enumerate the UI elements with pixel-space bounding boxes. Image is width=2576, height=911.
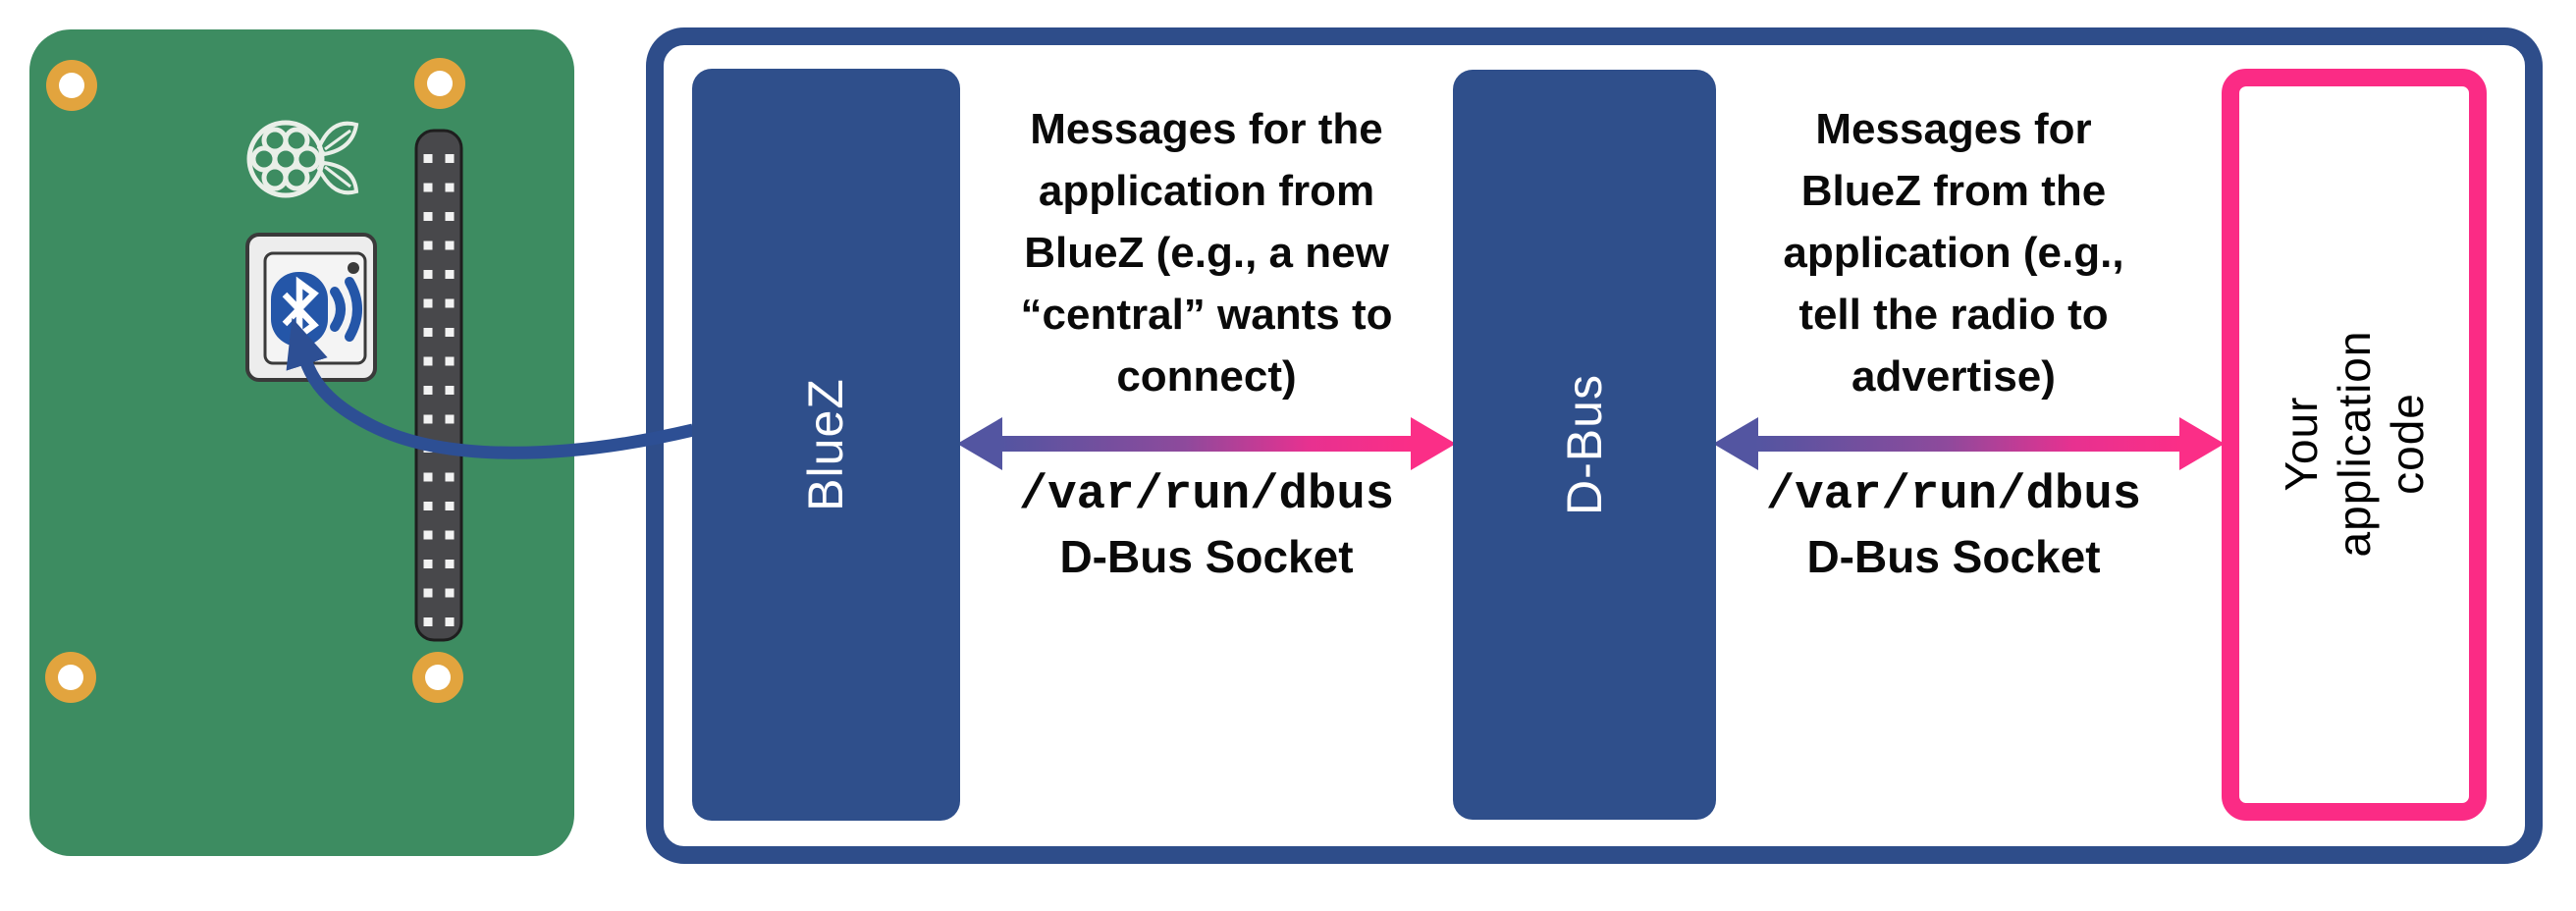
arrowhead-left [1713, 417, 1758, 470]
pcb-board [29, 29, 574, 856]
arrowhead-left [957, 417, 1002, 470]
module-pin-dot [348, 262, 359, 274]
socket-label-dbus-app: D-Bus Socket [1806, 531, 2101, 582]
raspberry-pi-logo-icon [246, 120, 359, 198]
socket-label-bluez-dbus: D-Bus Socket [1059, 531, 1354, 582]
raspberry-pi-board [29, 29, 574, 856]
arrow-shaft [999, 436, 1412, 452]
dbus-node-box [1453, 70, 1716, 820]
gpio-header [414, 129, 463, 642]
arrowhead-right [1411, 417, 1456, 470]
arrow-shaft [1755, 436, 2179, 452]
application-node-label: Your application code [2276, 330, 2433, 558]
dbus-node-label: D-Bus [1557, 374, 1612, 515]
mounting-hole [414, 58, 465, 109]
application-node-box [2222, 69, 2487, 821]
bluez-node-box [692, 69, 960, 821]
arrowhead-right [2179, 417, 2225, 470]
mounting-hole [46, 60, 97, 111]
annotation-dbus-app: Messages for BlueZ from the application … [1783, 105, 2124, 401]
bluez-to-radio-arrow [286, 317, 695, 459]
annotation-bluez-dbus: Messages for the application from BlueZ … [1020, 105, 1393, 401]
socket-arrow-dbus-app [1713, 417, 2225, 470]
socket-path-dbus-app: /var/run/dbus [1765, 467, 2142, 522]
mounting-hole [45, 652, 96, 703]
socket-arrow-bluez-dbus [957, 417, 1456, 470]
socket-path-bluez-dbus: /var/run/dbus [1018, 467, 1395, 522]
bluetooth-module [245, 233, 377, 382]
mounting-hole [412, 652, 463, 703]
bluez-node-label: BlueZ [798, 378, 853, 511]
